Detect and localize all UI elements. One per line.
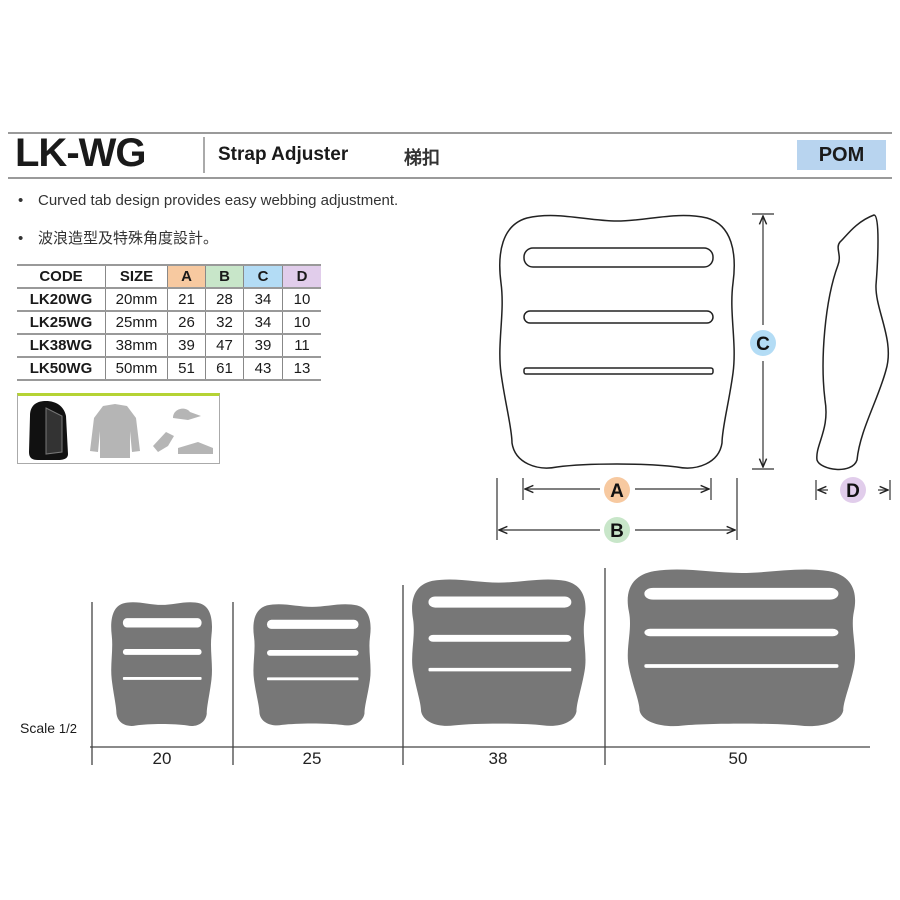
cell: 20mm: [105, 288, 168, 312]
material-badge: POM: [797, 140, 886, 170]
size-20-plate: [111, 602, 213, 726]
cell: LK25WG: [17, 311, 106, 335]
col-c: C: [243, 264, 283, 289]
cell: 38mm: [105, 334, 168, 358]
cell: 39: [167, 334, 206, 358]
cell: 25mm: [105, 311, 168, 335]
cell: 61: [205, 357, 244, 381]
dim-d-label: D: [846, 481, 860, 502]
model-code: LK-WG: [15, 131, 147, 175]
table-header-row: CODE SIZE A B C D: [17, 264, 321, 289]
front-view-outline: [499, 214, 735, 469]
cell: 32: [205, 311, 244, 335]
cell: 51: [167, 357, 206, 381]
cell: 34: [243, 288, 283, 312]
backpack-icon: [29, 401, 68, 460]
cell: 13: [282, 357, 321, 381]
scale-fraction: 1/2: [58, 721, 77, 736]
header-bottom-rule: [8, 177, 892, 179]
size-label-38: 38: [488, 749, 508, 768]
size-50-plate: [627, 569, 856, 727]
cell: 34: [243, 311, 283, 335]
cell: LK38WG: [17, 334, 106, 358]
dimension-lines: [496, 213, 891, 540]
cell: 10: [282, 311, 321, 335]
jacket-icon: [90, 404, 140, 458]
cell: 50mm: [105, 357, 168, 381]
size-label-50: 50: [728, 749, 748, 768]
cell: LK50WG: [17, 357, 106, 381]
cell: 21: [167, 288, 206, 312]
cell: 28: [205, 288, 244, 312]
feature-text: 波浪造型及特殊角度設計。: [38, 230, 219, 247]
dim-b-label: B: [610, 521, 624, 542]
cell: 47: [205, 334, 244, 358]
feature-item: •Curved tab design provides easy webbing…: [18, 192, 399, 209]
side-view-outline: [816, 214, 890, 471]
dim-d-marker: [840, 477, 866, 503]
cell: 11: [282, 334, 321, 358]
feature-text: Curved tab design provides easy webbing …: [38, 192, 399, 209]
dim-c-marker: [750, 330, 776, 356]
size-label-25: 25: [302, 749, 322, 768]
col-d: D: [282, 264, 321, 289]
col-a: A: [167, 264, 206, 289]
feature-item: •波浪造型及特殊角度設計。: [18, 230, 219, 247]
cell: 39: [243, 334, 283, 358]
applications-box: [17, 393, 220, 464]
col-b: B: [205, 264, 244, 289]
cell: 26: [167, 311, 206, 335]
dim-c-label: C: [756, 334, 770, 355]
product-title-cn: 梯扣: [404, 148, 440, 168]
dim-a-label: A: [610, 481, 624, 502]
cell: 43: [243, 357, 283, 381]
header-top-rule: [8, 132, 892, 134]
scale-label: Scale 1/2: [20, 720, 77, 736]
size-25-plate: [253, 604, 371, 726]
cap-glove-shoe-icon: [153, 408, 213, 454]
header-divider: [203, 137, 205, 173]
col-code: CODE: [17, 264, 106, 289]
product-title: Strap Adjuster: [218, 144, 349, 165]
dim-b-marker: [604, 517, 630, 543]
scale-text: Scale: [20, 720, 56, 736]
dim-a-marker: [604, 477, 630, 503]
cell: 10: [282, 288, 321, 312]
size-label-20: 20: [152, 749, 172, 768]
size-38-plate: [412, 579, 586, 726]
col-size: SIZE: [105, 264, 168, 289]
scale-grid: [90, 568, 870, 765]
cell: LK20WG: [17, 288, 106, 312]
